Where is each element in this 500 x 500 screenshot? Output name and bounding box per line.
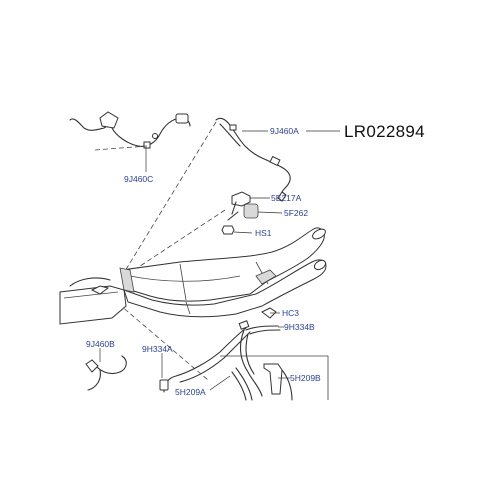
catalyst-inlet-pipe	[69, 277, 111, 287]
callout-9j460c[interactable]: 9J460C	[124, 174, 153, 184]
pipe-ridge	[129, 275, 241, 282]
sensor-clip-upstream	[229, 124, 237, 131]
sensor-clip-left	[143, 141, 151, 149]
harness-drop	[239, 329, 263, 397]
inset-frame	[220, 355, 329, 400]
mount-bracket	[231, 191, 251, 207]
callout-hc3[interactable]: HC3	[282, 308, 299, 318]
pipe-seam-2	[185, 301, 191, 315]
heat-shield-clip[interactable]	[245, 307, 281, 335]
callout-5f262[interactable]: 5F262	[284, 208, 308, 218]
harness-run-main	[163, 327, 247, 393]
pipe-clamp-mid	[255, 269, 277, 285]
sensor-probe-upstream	[277, 191, 287, 202]
pipe-seam-1	[179, 263, 187, 301]
harness-run-parallel	[179, 331, 251, 383]
mount-bolt-head	[221, 225, 235, 235]
harness-clip	[238, 320, 250, 330]
catalyst-body	[59, 285, 127, 325]
catalyst-edge	[63, 291, 119, 299]
sensor-grommet-left	[152, 133, 158, 139]
catalyst-heat-shield	[90, 285, 110, 295]
sensor-wire-upstream	[215, 117, 291, 193]
catalytic-converter[interactable]	[59, 277, 127, 325]
harness-connector	[159, 379, 169, 391]
callout-leader-5h209a	[209, 375, 231, 391]
mount-stud	[227, 201, 239, 221]
highlighted-part[interactable]: LR022894	[306, 122, 425, 141]
pipe-outlet-end-lower	[313, 259, 327, 271]
oxygen-sensor-left[interactable]	[69, 111, 191, 149]
callout-leader-hs1	[233, 231, 253, 234]
detail-inset[interactable]	[220, 355, 329, 401]
sensor-wire-downstream	[91, 355, 127, 375]
inset-pipe-right	[281, 369, 293, 401]
inset-pipe-left	[231, 367, 253, 401]
exhaust-pipe-main[interactable]	[119, 227, 327, 318]
sensor-connector-upstream	[269, 155, 281, 167]
dash-leader-9j460c	[94, 145, 148, 151]
exhaust-mount-assembly[interactable]	[221, 191, 259, 235]
dash-line-mount	[124, 209, 226, 277]
sensor-bracket-left	[99, 111, 119, 129]
dash-line-upstream-sensor	[121, 121, 217, 277]
callout-5h209a[interactable]: 5H209A	[175, 387, 206, 397]
sensor-wire-upstream-inner	[219, 123, 241, 147]
wiring-harness[interactable]	[159, 320, 263, 397]
inset-bracket	[263, 363, 283, 395]
sensor-body-downstream	[85, 359, 99, 373]
oxygen-sensor-downstream[interactable]	[85, 355, 127, 391]
pipe-lower-section	[123, 259, 327, 318]
callout-5h209b[interactable]: 5H209B	[290, 373, 321, 383]
callout-9h334b[interactable]: 9H334B	[284, 322, 315, 332]
harness-drop-2	[245, 333, 255, 375]
callout-leader-5f262	[257, 211, 283, 214]
clip-hc3	[261, 307, 277, 319]
oxygen-sensor-upstream[interactable]	[215, 117, 291, 202]
pipe-flange-joint	[119, 267, 135, 293]
part-number-label[interactable]: LR022894	[344, 122, 425, 141]
callout-5e217a[interactable]: 5E217A	[271, 193, 302, 203]
callout-9j460b[interactable]: 9J460B	[86, 339, 115, 349]
pipe-outlet-end	[312, 228, 326, 240]
callout-9j460a[interactable]: 9J460A	[270, 126, 299, 136]
sensor-wire-downstream-2	[87, 369, 101, 391]
callout-hs1[interactable]: HS1	[255, 228, 272, 238]
sensor-connector-left	[175, 113, 189, 124]
harness-bracket-upper	[245, 325, 281, 335]
callout-9h334a[interactable]: 9H334A	[142, 344, 173, 354]
mount-rubber-isolator	[243, 203, 259, 219]
pipe-upper-section	[121, 227, 325, 302]
